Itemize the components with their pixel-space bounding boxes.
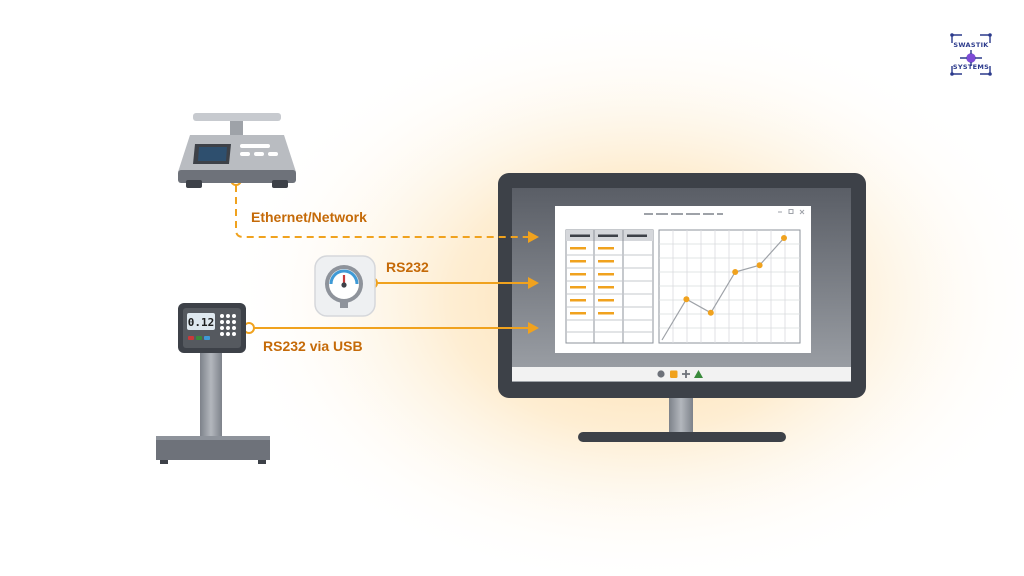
ethernet-dashed-line <box>235 185 530 238</box>
rs232-arrowhead-icon <box>528 277 539 289</box>
connection-rs232-usb: RS232 via USB <box>243 322 539 354</box>
pressure-gauge-icon <box>314 255 376 317</box>
rs232-usb-label: RS232 via USB <box>263 338 363 354</box>
brand-line-1: SWASTIK <box>953 41 989 49</box>
window-controls <box>778 209 805 215</box>
taskbar-triangle-icon <box>694 370 703 378</box>
chart-point <box>732 269 739 275</box>
rs232-label: RS232 <box>386 259 429 275</box>
computer-monitor-icon <box>498 173 866 442</box>
chart-point <box>683 296 690 303</box>
ethernet-label: Ethernet/Network <box>251 209 367 225</box>
chart-series-line <box>661 237 785 341</box>
taskbar-square-icon <box>670 370 678 378</box>
brand-line-2: SYSTEMS <box>953 63 989 71</box>
taskbar-plus-icon <box>682 370 690 378</box>
chart-point <box>781 235 787 241</box>
chart-point <box>756 262 763 269</box>
brand-logo: SWASTIK SYSTEMS <box>948 30 994 78</box>
chart-point <box>707 309 714 316</box>
taskbar-circle-icon <box>657 370 665 378</box>
weighing-indicator-icon: 0.12 <box>156 303 270 464</box>
ethernet-arrowhead-icon <box>528 231 539 243</box>
chart-points <box>683 235 787 316</box>
window-title-dashes <box>644 213 723 215</box>
data-table <box>565 229 654 344</box>
indicator-display-value: 0.12 <box>188 316 215 329</box>
rs232-usb-arrowhead-icon <box>528 322 539 334</box>
bench-scale-icon <box>178 113 296 188</box>
line-chart <box>658 229 801 344</box>
